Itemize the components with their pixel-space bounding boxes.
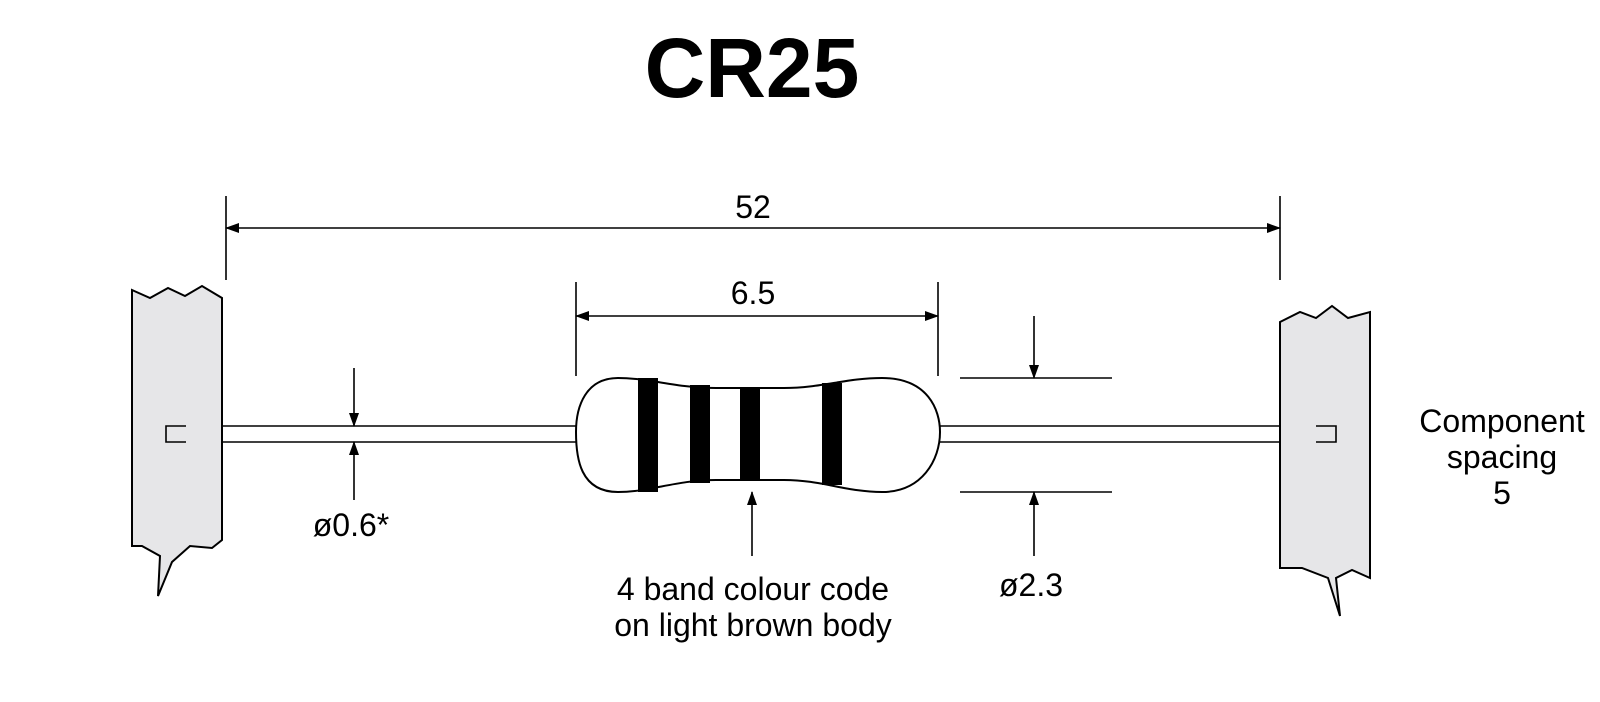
body-length-label: 6.5 <box>731 275 775 311</box>
spacing-note: Component spacing 5 <box>1419 403 1585 511</box>
colour-band-2 <box>690 385 710 483</box>
band-note-line-1: 4 band colour code <box>617 571 889 607</box>
body-diameter-label: ø2.3 <box>999 567 1063 603</box>
overall-length-label: 52 <box>735 189 771 225</box>
spacing-note-line-1: Component <box>1419 403 1585 439</box>
left-lead <box>222 425 576 443</box>
left-board-hole <box>165 425 186 443</box>
colour-bands <box>638 378 842 492</box>
colour-band-4 <box>822 383 842 485</box>
right-board-hole <box>1316 425 1337 443</box>
diagram-title: CR25 <box>645 21 860 115</box>
lead-diameter-dimension: ø0.6* <box>313 368 389 543</box>
overall-length-dimension: 52 <box>225 189 1281 280</box>
colour-band-3 <box>740 387 760 481</box>
spacing-note-line-3: 5 <box>1493 475 1511 511</box>
left-board <box>131 284 223 597</box>
lead-diameter-label: ø0.6* <box>313 507 389 543</box>
body-length-dimension: 6.5 <box>575 275 939 376</box>
right-board <box>1279 304 1371 617</box>
right-lead <box>938 425 1280 443</box>
colour-band-1 <box>638 378 658 492</box>
band-note: 4 band colour code on light brown body <box>614 491 892 643</box>
spacing-note-line-2: spacing <box>1447 439 1557 475</box>
band-note-line-2: on light brown body <box>614 607 892 643</box>
body-diameter-dimension: ø2.3 <box>960 316 1112 603</box>
